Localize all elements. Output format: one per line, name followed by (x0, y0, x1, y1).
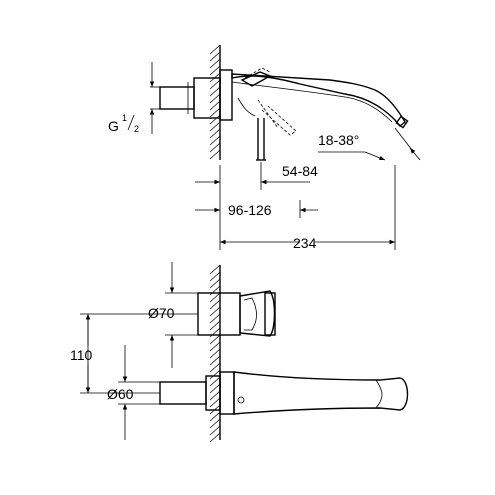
dim-height-label: 110 (70, 347, 93, 363)
wall-hatch-line (209, 320, 221, 331)
wall-hatch-line (209, 58, 221, 69)
wall-hatch-line (209, 292, 221, 303)
spout-side (231, 73, 409, 129)
wall-hatch-line (209, 383, 221, 394)
dim-lever: 54-84 (195, 162, 318, 190)
wall-hatch-line (209, 390, 221, 401)
wall-hatch-line (209, 362, 221, 373)
thread-dimension: G 1 2 (108, 62, 160, 134)
wall-hatch-line (209, 425, 221, 436)
side-view: G 1 2 18-38° 54-84 96-126 (108, 44, 421, 251)
angle-dimension: 18-38° (318, 127, 421, 161)
wall-hatch-line (209, 369, 221, 380)
spout-plan (159, 371, 409, 415)
wall-hatch-line (209, 107, 221, 118)
wall-hatch-line (209, 44, 221, 55)
wall-hatch-line (209, 334, 221, 345)
wall-plan (209, 264, 221, 443)
wall-hatch-line (209, 376, 221, 387)
wall-hatch-line (209, 79, 221, 90)
wall-hatch-line (209, 432, 221, 443)
wall-hatch-line (209, 411, 221, 422)
wall-hatch-line (209, 86, 221, 97)
wall-hatch-line (209, 135, 221, 146)
wall-hatch-line (209, 93, 221, 104)
wall-hatch-line (209, 299, 221, 310)
wall-hatch-line (209, 51, 221, 62)
dim-lever-label: 54-84 (282, 163, 318, 179)
wall-hatch-line (209, 306, 221, 317)
wall-hatch-line (209, 149, 221, 160)
dim-wall-label: 96-126 (228, 202, 272, 218)
wall-hatch-line (209, 264, 221, 275)
dim-total: 234 (219, 165, 396, 251)
inlet-pipe (159, 69, 233, 121)
wall-hatch-line (209, 271, 221, 282)
dim-diameter-70-label: Ø70 (148, 305, 175, 321)
dim-wall: 96-126 (195, 200, 318, 218)
wall-hatch-line (209, 121, 221, 132)
lever-plan (197, 290, 276, 337)
thread-fraction-den: 2 (134, 124, 139, 134)
wall-hatch-line (209, 142, 221, 153)
wall-hatch-line (209, 418, 221, 429)
thread-fraction-num: 1 (122, 113, 127, 123)
plan-view: Ø70 110 Ø60 (70, 262, 409, 443)
dim-diameter-70: Ø70 (148, 262, 198, 368)
dim-diameter-60-label: Ø60 (107, 386, 134, 402)
thread-label: G (108, 118, 119, 134)
dim-diameter-60: Ø60 (107, 345, 160, 440)
angle-label: 18-38° (318, 132, 359, 148)
dim-height: 110 (70, 313, 198, 394)
lever-side (237, 67, 297, 161)
wall-hatch-line (209, 114, 221, 125)
dim-total-label: 234 (293, 235, 317, 251)
wall-side (209, 44, 221, 160)
wall-hatch-line (209, 397, 221, 408)
wall-hatch-line (209, 341, 221, 352)
wall-hatch-line (209, 65, 221, 76)
wall-hatch-line (209, 278, 221, 289)
wall-hatch-line (209, 355, 221, 366)
wall-hatch-line (209, 100, 221, 111)
wall-hatch-line (209, 128, 221, 139)
wall-hatch-line (209, 348, 221, 359)
wall-hatch-line (209, 313, 221, 324)
